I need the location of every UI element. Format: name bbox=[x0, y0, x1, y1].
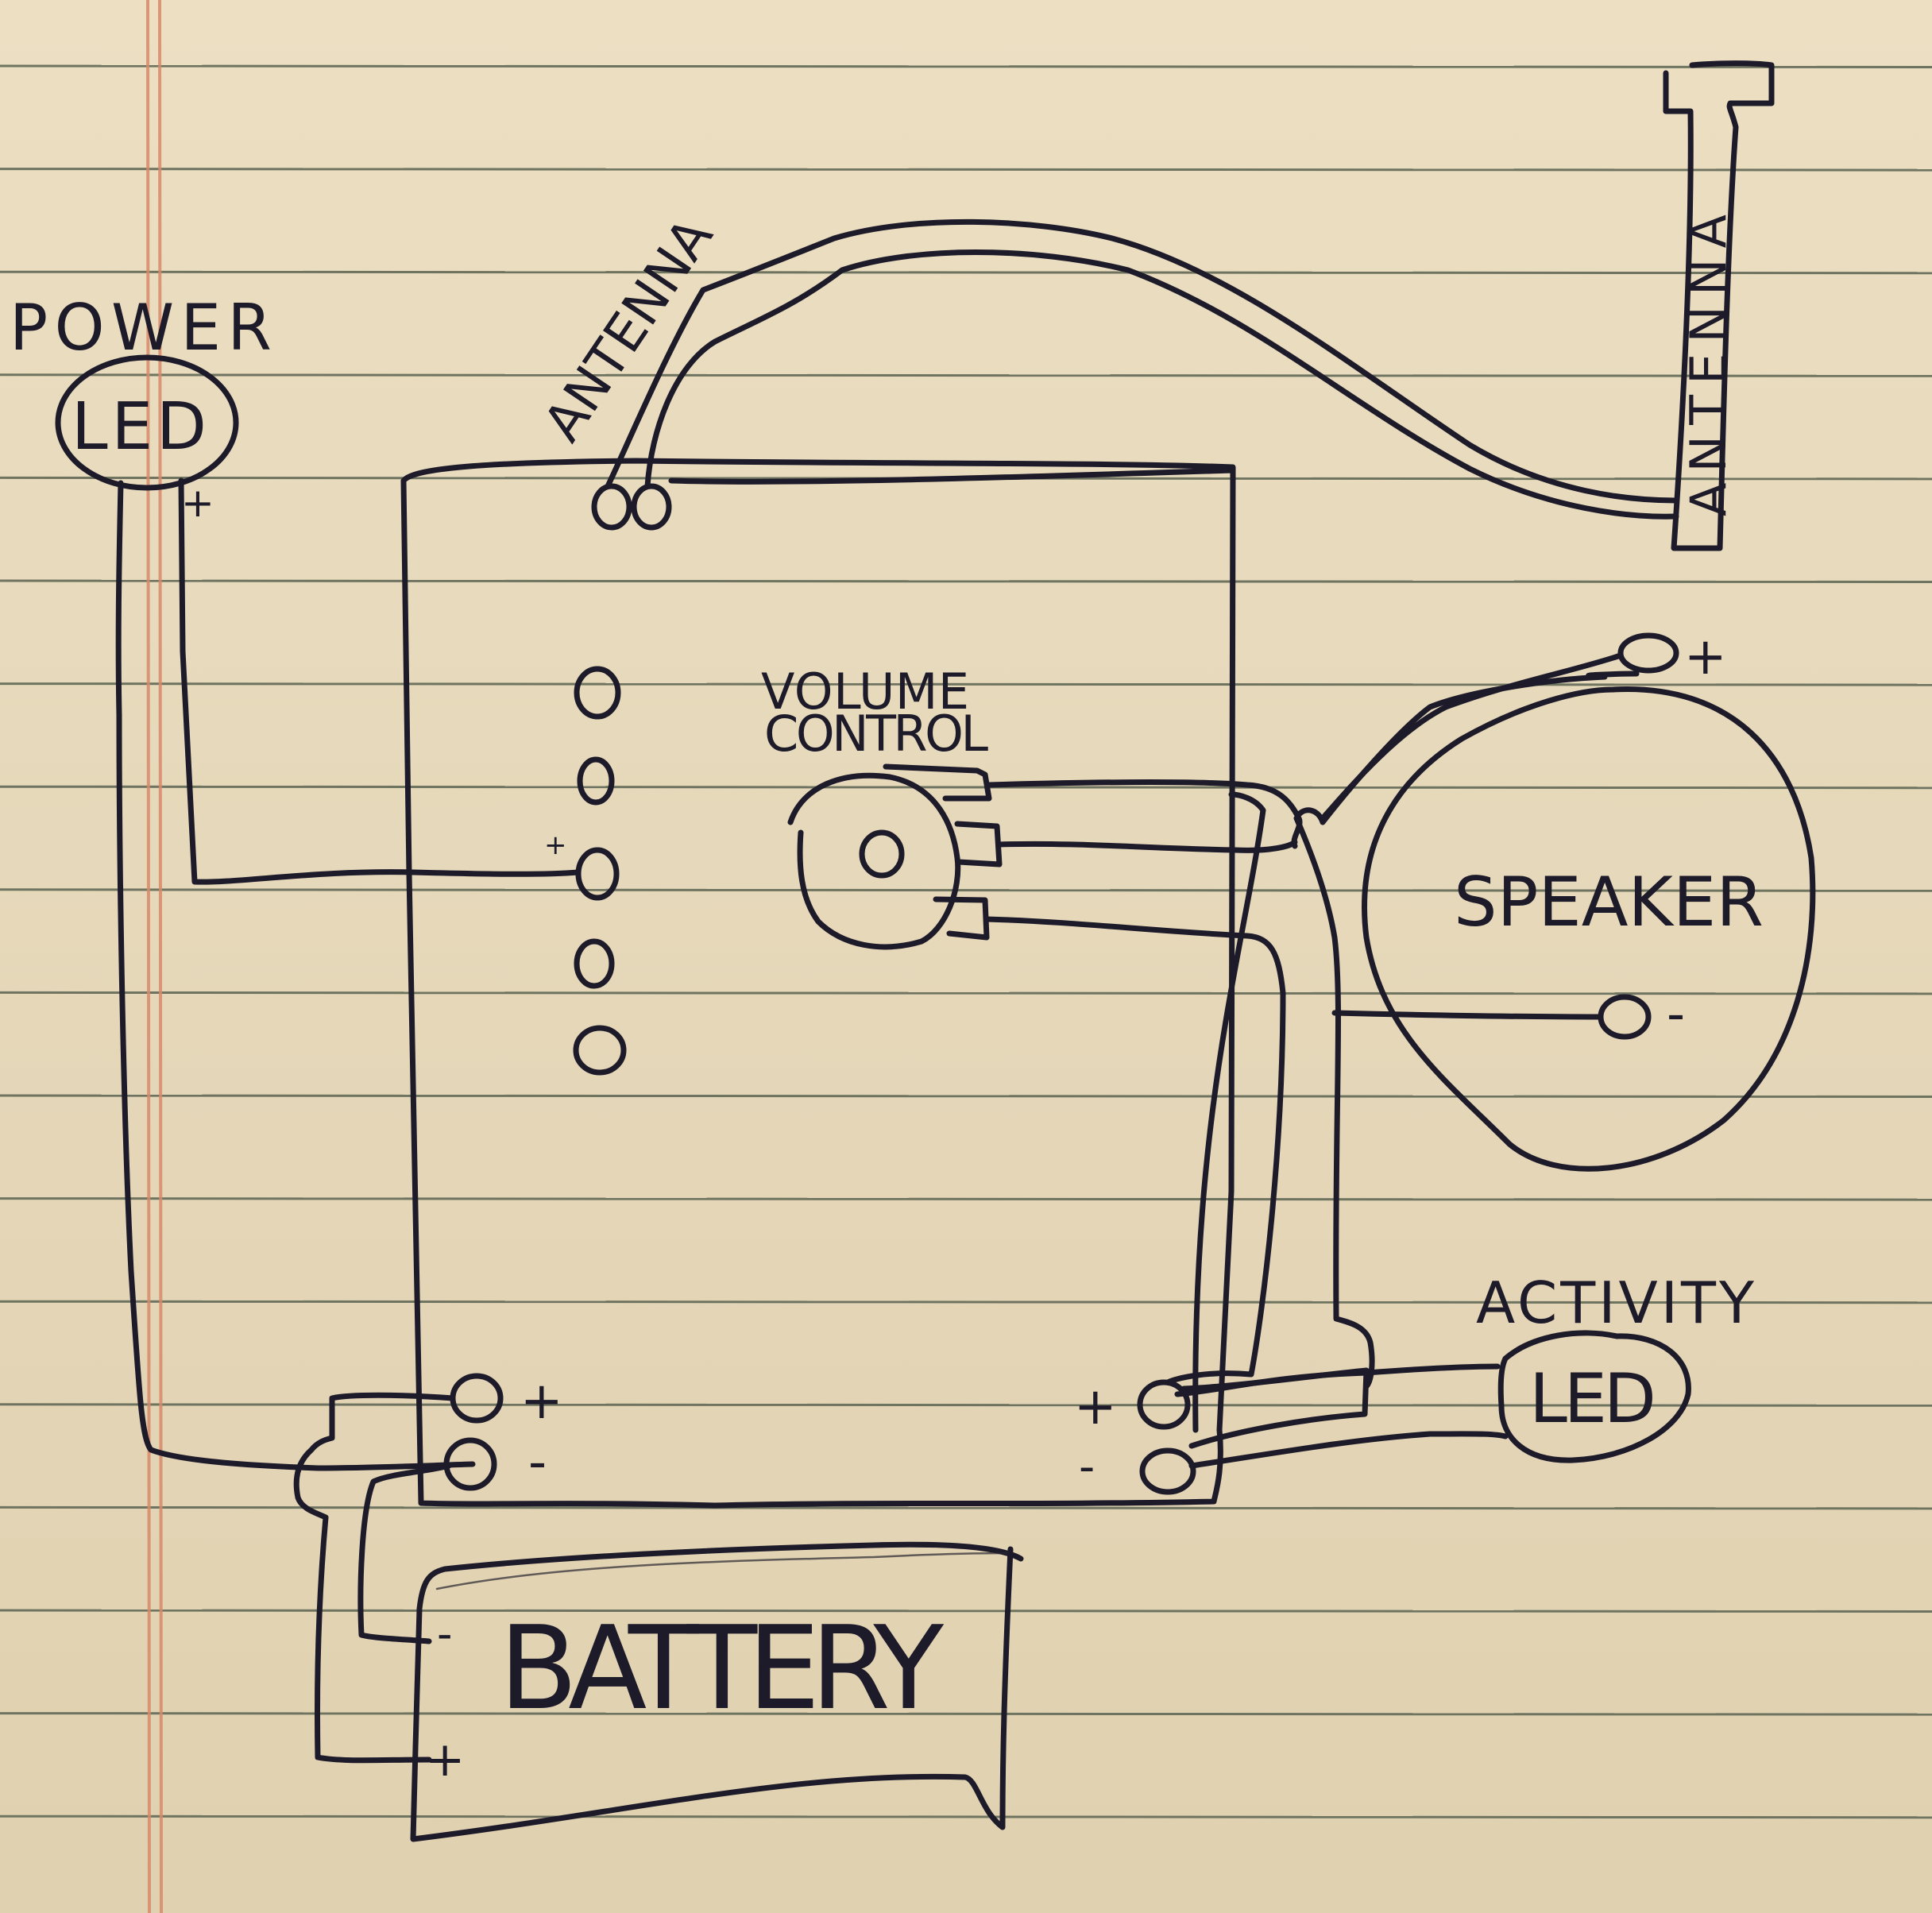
ruled-line bbox=[0, 1300, 1932, 1304]
antenna-connector-label: ANTENNA bbox=[531, 207, 724, 452]
ruled-line bbox=[0, 168, 1932, 172]
wire-activity-led-bottom bbox=[1188, 1431, 1509, 1469]
power-led: POWER LED + bbox=[10, 291, 272, 526]
wire-volume-lug-1 bbox=[986, 779, 1303, 849]
volume-control-shaft bbox=[859, 829, 905, 879]
header-pin-5 bbox=[573, 1025, 627, 1076]
battery-label: BATTERY bbox=[499, 1602, 944, 1736]
board-power-out-minus-pin bbox=[1139, 1447, 1196, 1495]
battery: BATTERY - + bbox=[410, 1541, 1024, 1842]
wire-power-led-minus bbox=[115, 480, 476, 1471]
wire-battery-minus bbox=[357, 1463, 452, 1644]
board-power-in-plus-label: + bbox=[520, 1372, 563, 1431]
power-led-inner-label: LED bbox=[71, 389, 207, 465]
volume-control-lug-2 bbox=[954, 821, 1003, 868]
board-power-out-plus-label: + bbox=[1074, 1378, 1117, 1436]
battery-top-shadow bbox=[435, 1552, 1009, 1590]
antenna: ANTENNA bbox=[1663, 60, 1775, 551]
board-top-edge-right bbox=[668, 467, 1236, 485]
wire-board-out-plus bbox=[1180, 1367, 1370, 1449]
antenna-outline bbox=[1663, 60, 1775, 551]
activity-led: ACTIVITY LED bbox=[1476, 1270, 1755, 1463]
wire-volume-lug-2 bbox=[996, 839, 1298, 853]
speaker-minus-label: - bbox=[1667, 985, 1685, 1044]
ruled-line bbox=[0, 991, 1932, 995]
antenna-pin-2 bbox=[631, 483, 672, 531]
board-power-in-plus-pin bbox=[450, 1373, 504, 1424]
wire-speaker-plus-lead bbox=[1320, 652, 1624, 821]
power-led-label: POWER bbox=[10, 291, 272, 365]
ruled-line bbox=[0, 579, 1932, 583]
speaker-plus-pin bbox=[1617, 632, 1679, 674]
header-pin-1 bbox=[574, 666, 621, 720]
ruled-line bbox=[0, 64, 1932, 68]
header-pin-plus-label: + bbox=[544, 829, 567, 861]
power-led-plus-label: + bbox=[181, 480, 214, 526]
speaker-body bbox=[1362, 686, 1816, 1172]
activity-led-inner-label: LED bbox=[1529, 1359, 1656, 1439]
activity-led-body bbox=[1497, 1330, 1691, 1463]
board-power-out-minus-label: - bbox=[1079, 1441, 1095, 1493]
wire-battery-plus bbox=[293, 1392, 456, 1764]
ruled-line bbox=[0, 1505, 1932, 1510]
wire-volume-lug-3 bbox=[983, 916, 1286, 1385]
antenna-label: ANTENNA bbox=[1679, 214, 1737, 516]
antenna-pin-1 bbox=[591, 483, 632, 531]
header-pin-4 bbox=[574, 938, 615, 989]
volume-control-label-2: CONTROL bbox=[764, 705, 988, 763]
board-power-in-minus-label: - bbox=[528, 1433, 547, 1492]
margin-line-right bbox=[158, 0, 163, 1913]
power-led-body bbox=[55, 354, 239, 491]
ruled-line bbox=[0, 888, 1932, 892]
antenna-connector bbox=[591, 483, 672, 531]
speaker-label: SPEAKER bbox=[1454, 863, 1764, 942]
battery-outline bbox=[410, 1541, 1024, 1842]
battery-minus-label: - bbox=[437, 1609, 453, 1659]
volume-control-label-1: VOLUME bbox=[761, 663, 969, 721]
ruled-line bbox=[0, 1094, 1932, 1098]
board-power-out-plus-pin bbox=[1137, 1379, 1191, 1430]
ruled-line bbox=[0, 785, 1932, 790]
board-outline bbox=[400, 458, 1236, 1509]
volume-control-lug-1 bbox=[883, 763, 992, 802]
ruled-line bbox=[0, 682, 1932, 686]
wire-antenna-1 bbox=[605, 218, 1679, 504]
activity-led-label: ACTIVITY bbox=[1476, 1270, 1755, 1336]
speaker-plus-label: + bbox=[1684, 628, 1727, 686]
volume-control: VOLUME CONTROL bbox=[761, 663, 1003, 950]
ruled-line bbox=[0, 373, 1932, 377]
ruled-line bbox=[0, 1814, 1932, 1819]
margin-line-left bbox=[146, 0, 151, 1913]
ruled-line bbox=[0, 270, 1932, 275]
ruled-lines bbox=[0, 64, 1932, 1819]
ruled-line bbox=[0, 1712, 1932, 1716]
ruled-line bbox=[0, 1197, 1932, 1201]
wire-speaker-minus bbox=[1331, 1010, 1604, 1020]
ruled-line bbox=[0, 1403, 1932, 1407]
wire-board-inner-down bbox=[1192, 791, 1266, 1433]
wire-power-led-plus bbox=[178, 477, 582, 885]
speaker: SPEAKER + - bbox=[1362, 628, 1816, 1172]
ruled-line bbox=[0, 1609, 1932, 1613]
wire-speaker-plus bbox=[1296, 671, 1640, 825]
board-header-pins bbox=[573, 666, 627, 1076]
wire-board-left-return bbox=[1293, 815, 1375, 1389]
speaker-minus-pin bbox=[1598, 994, 1652, 1040]
volume-control-body bbox=[787, 772, 961, 950]
wire-antenna-2 bbox=[644, 249, 1679, 520]
header-pin-2 bbox=[577, 756, 615, 806]
